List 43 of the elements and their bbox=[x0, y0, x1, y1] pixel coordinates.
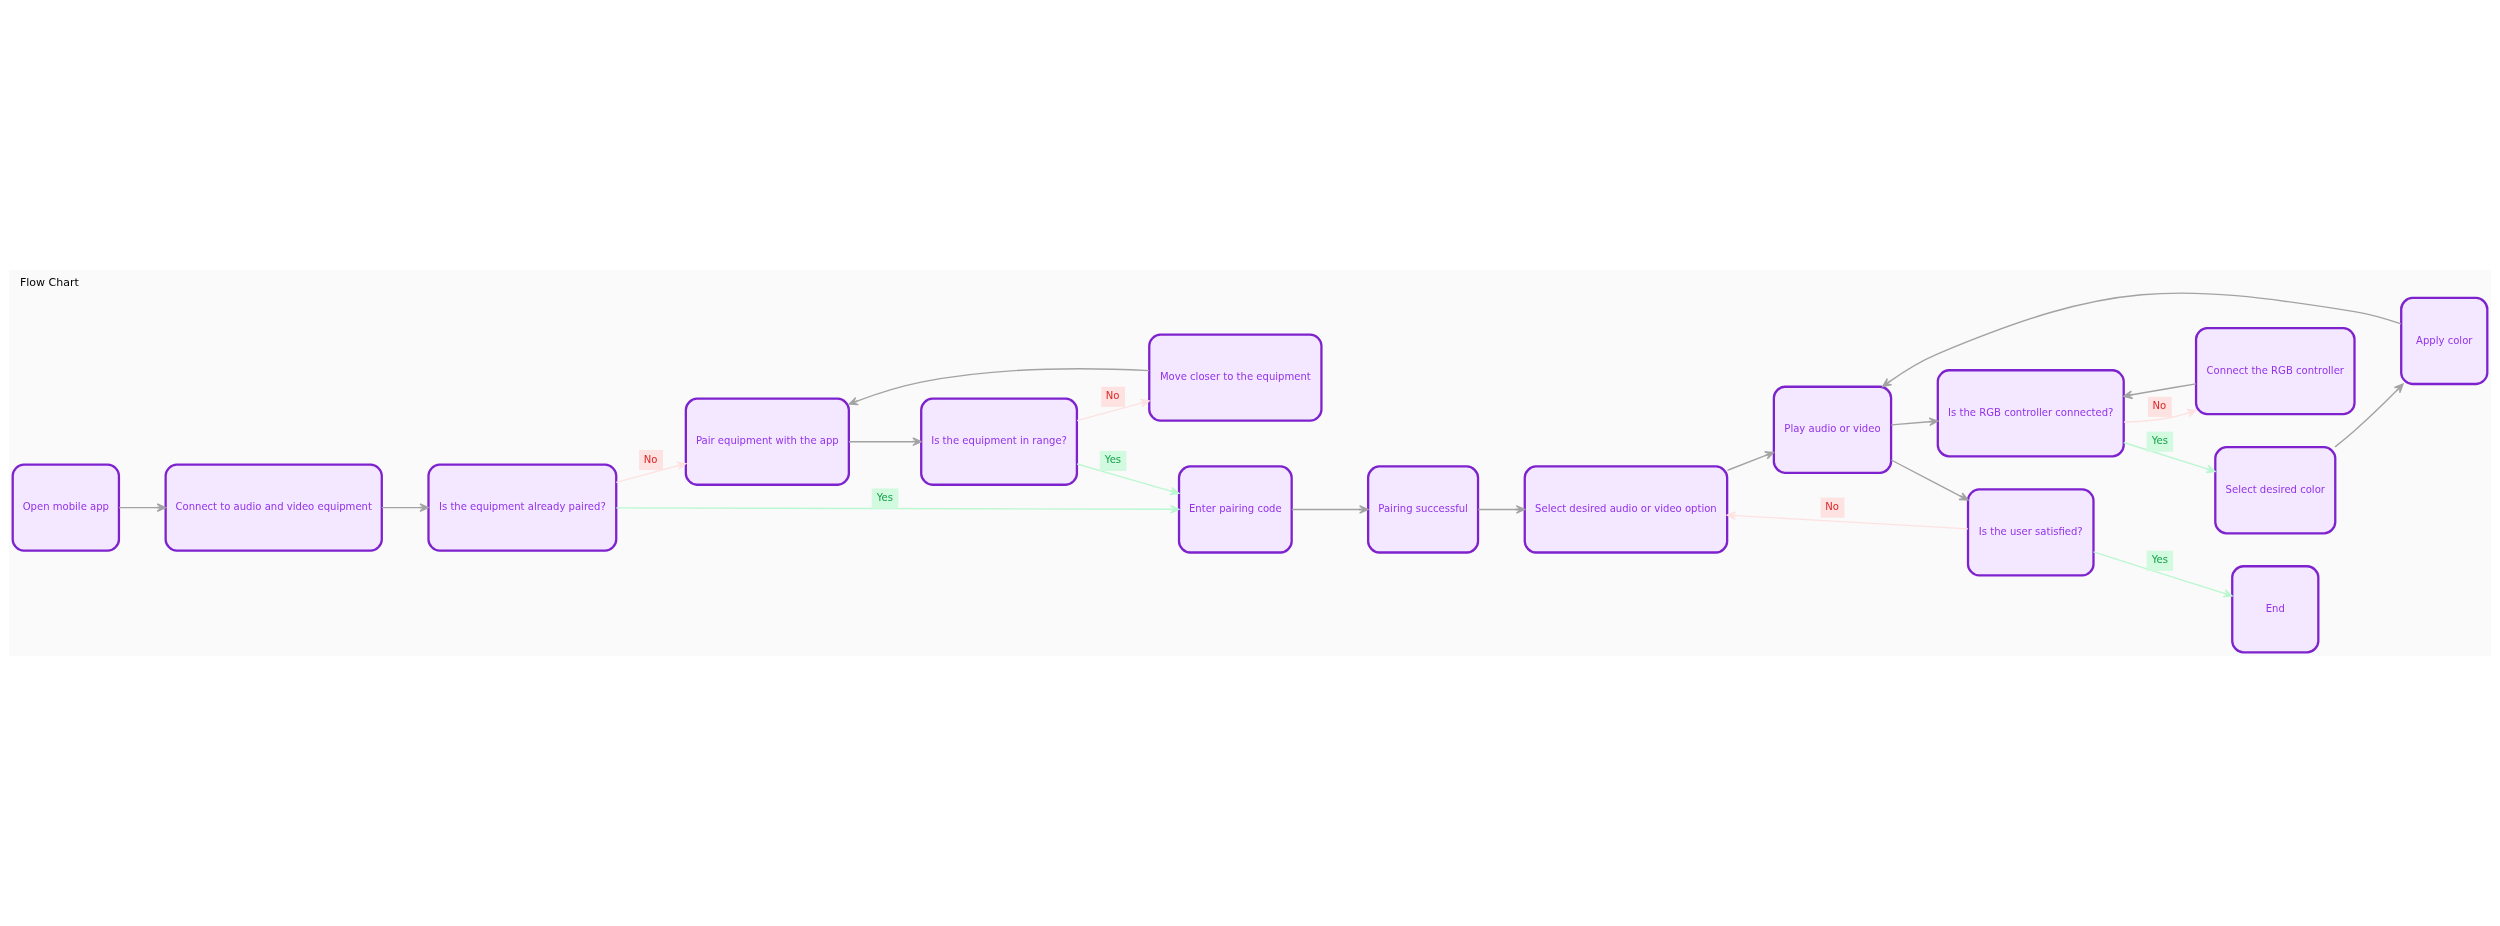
arrow bbox=[615, 504, 1180, 514]
node-box: Select desired color bbox=[2214, 446, 2337, 535]
node-box: Is the equipment already paired? bbox=[427, 463, 618, 552]
arrow bbox=[1726, 451, 1775, 471]
node-box: Pairing successful bbox=[1367, 465, 1480, 554]
arrow bbox=[2123, 383, 2197, 400]
arrow bbox=[1890, 417, 1939, 427]
arrow bbox=[1890, 459, 1969, 501]
arrow bbox=[2123, 441, 2216, 474]
arrow bbox=[1726, 511, 1969, 530]
node-box: Is the user satisfied? bbox=[1966, 488, 2095, 577]
node-box: End bbox=[2231, 565, 2320, 654]
edge-label: No bbox=[643, 453, 658, 465]
node-box: Select desired audio or video option bbox=[1523, 465, 1729, 554]
node-box: Connect the RGB controller bbox=[2194, 327, 2356, 416]
arrow bbox=[2123, 408, 2197, 423]
edge-label: Yes bbox=[1104, 454, 1122, 466]
arrow bbox=[1477, 505, 1526, 514]
arrow bbox=[1076, 463, 1180, 496]
edge-label: Yes bbox=[2151, 554, 2168, 566]
node-box: Connect to audio and video equipment bbox=[164, 463, 383, 552]
node-box: Is the RGB controller connected? bbox=[1936, 369, 2125, 458]
diagram-title: Flow Chart bbox=[19, 276, 79, 290]
arrow bbox=[118, 503, 167, 513]
node-box: Pair equipment with the app bbox=[684, 397, 850, 486]
node-box: Play audio or video bbox=[1772, 385, 1893, 474]
arrow bbox=[2334, 383, 2404, 448]
arrow bbox=[1291, 505, 1369, 514]
edge-label: Yes bbox=[876, 492, 894, 504]
node-box: Enter pairing code bbox=[1177, 465, 1293, 554]
arrow bbox=[1076, 398, 1150, 422]
arrow bbox=[615, 461, 687, 484]
edge-label: No bbox=[2152, 400, 2167, 412]
arrow bbox=[1882, 292, 2402, 388]
arrow bbox=[848, 437, 922, 447]
node-box: Move closer to the equipment bbox=[1148, 333, 1323, 422]
node-box: Apply color bbox=[2400, 296, 2489, 386]
node-box: Is the equipment in range? bbox=[920, 397, 1079, 486]
arrow bbox=[381, 503, 429, 513]
node-box: Open mobile app bbox=[11, 463, 121, 552]
edge-label: No bbox=[1825, 501, 1839, 513]
edge-label: No bbox=[1105, 390, 1120, 402]
edge-label: Yes bbox=[2151, 435, 2168, 447]
